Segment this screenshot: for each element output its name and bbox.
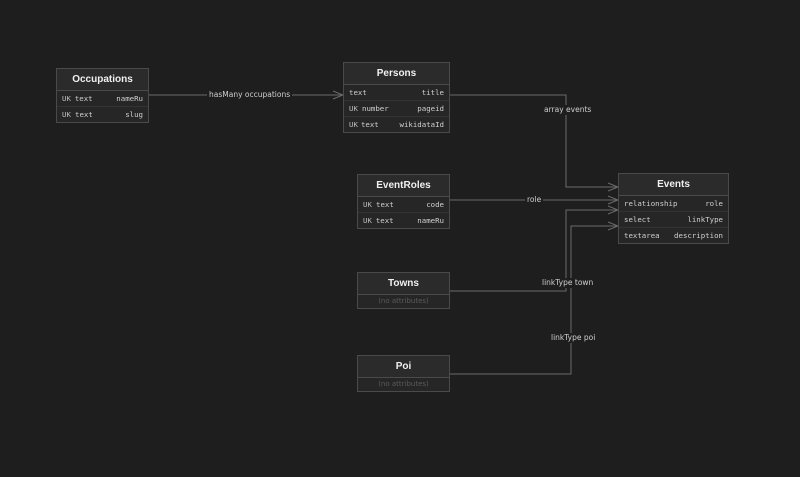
attribute-name: role <box>705 199 723 208</box>
attribute-key: UK <box>363 216 372 225</box>
connector-towns-events <box>450 209 618 292</box>
attribute-row: UK text nameRu <box>57 91 148 107</box>
attribute-row: UK number pageid <box>344 101 449 117</box>
attribute-type: text <box>349 88 367 97</box>
attribute-type: number <box>362 104 389 113</box>
connector-persons-events <box>450 94 618 188</box>
relation-label-hasmany-occupations: hasMany occupations <box>207 90 293 100</box>
attribute-name: pageid <box>417 104 444 113</box>
relation-label-linktype-poi: linkType poi <box>549 333 598 343</box>
entity-persons[interactable]: Persons text title UK number pageid UK t… <box>343 62 450 133</box>
attribute-row: textarea description <box>619 228 728 243</box>
attribute-name: nameRu <box>116 94 143 103</box>
entity-poi[interactable]: Poi (no attributes) <box>357 355 450 392</box>
attribute-row: UK text code <box>358 197 449 213</box>
relation-label-linktype-town: linkType town <box>540 278 596 288</box>
entity-eventroles[interactable]: EventRoles UK text code UK text nameRu <box>357 174 450 229</box>
attribute-row: UK text wikidataId <box>344 117 449 132</box>
attribute-key: UK <box>349 104 358 113</box>
attribute-type: text <box>75 110 93 119</box>
attribute-key: UK <box>62 94 71 103</box>
entity-title: Towns <box>358 273 449 295</box>
attribute-name: title <box>421 88 444 97</box>
attribute-name: wikidataId <box>399 120 445 129</box>
attribute-type: relationship <box>624 199 678 208</box>
attribute-key: UK <box>363 200 372 209</box>
attribute-type: text <box>375 216 394 225</box>
attribute-row: UK text nameRu <box>358 213 449 228</box>
empty-attributes-note: (no attributes) <box>378 380 429 388</box>
entity-occupations[interactable]: Occupations UK text nameRu UK text slug <box>56 68 149 123</box>
attribute-name: description <box>674 231 723 240</box>
entity-title: Persons <box>344 63 449 85</box>
relation-label-array-events: array events <box>542 105 594 115</box>
connector-poi-events <box>450 225 618 375</box>
attribute-type: text <box>74 94 93 103</box>
entity-title: Occupations <box>57 69 148 91</box>
attribute-name: code <box>426 200 444 209</box>
relation-label-role: role <box>525 195 544 205</box>
attribute-row: relationship role <box>619 196 728 212</box>
attribute-type: textarea <box>624 231 660 240</box>
attribute-name: linkType <box>687 215 723 224</box>
attribute-row: select linkType <box>619 212 728 228</box>
attribute-type: select <box>624 215 651 224</box>
entity-towns[interactable]: Towns (no attributes) <box>357 272 450 309</box>
entity-title: EventRoles <box>358 175 449 197</box>
attribute-name: slug <box>125 110 143 119</box>
attribute-type: text <box>376 200 394 209</box>
attribute-key: UK <box>349 120 358 129</box>
entity-title: Poi <box>358 356 449 378</box>
attribute-type: text <box>360 120 379 129</box>
entity-title: Events <box>619 174 728 196</box>
attribute-row: UK text slug <box>57 107 148 122</box>
attribute-row: text title <box>344 85 449 101</box>
entity-events[interactable]: Events relationship role select linkType… <box>618 173 729 244</box>
attribute-key: UK <box>62 110 71 119</box>
empty-attributes-note: (no attributes) <box>378 297 429 305</box>
attribute-name: nameRu <box>417 216 444 225</box>
